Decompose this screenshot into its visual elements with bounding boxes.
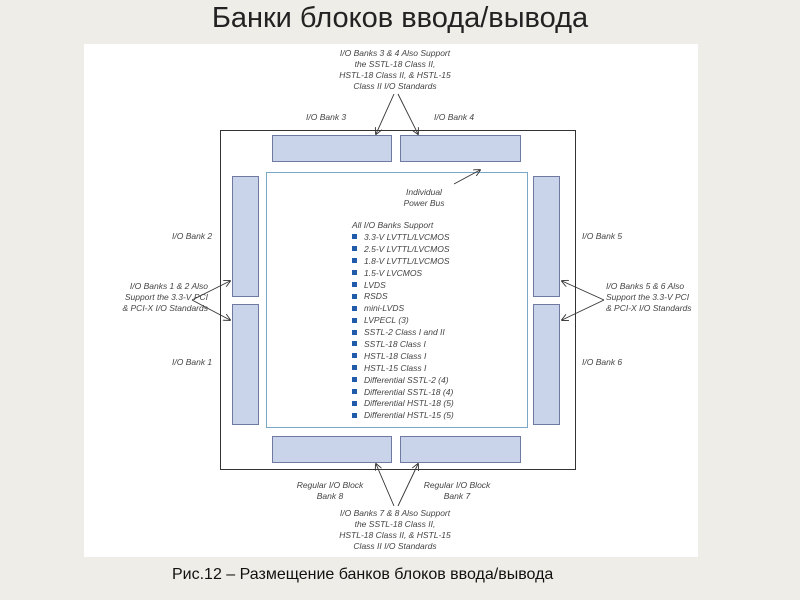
arrow-left-bank1 xyxy=(191,299,230,320)
bullet-square-icon xyxy=(352,282,357,287)
standard-label: SSTL-18 Class I xyxy=(364,338,426,349)
standard-item: Differential HSTL-18 (5) xyxy=(352,397,454,409)
arrow-right-bank6 xyxy=(562,299,605,320)
supported-standards: All I/O Banks Support 3.3-V LVTTL/LVCMOS… xyxy=(352,220,454,421)
standard-label: Differential HSTL-18 (5) xyxy=(364,398,454,409)
bullet-square-icon xyxy=(352,234,357,240)
standard-label: HSTL-15 Class I xyxy=(364,362,427,373)
io-bank-3 xyxy=(272,135,392,162)
left-note: I/O Banks 1 & 2 Also Support the 3.3-V P… xyxy=(122,281,208,313)
bullet-square-icon xyxy=(352,293,357,299)
bullet-square-icon xyxy=(352,258,357,264)
io-bank-4 xyxy=(400,135,521,162)
standard-item: SSTL-18 Class I xyxy=(352,338,454,350)
standard-label: LVPECL (3) xyxy=(364,315,409,326)
standard-item: Differential HSTL-15 (5) xyxy=(352,409,454,421)
bank8-label: Regular I/O Block Bank 8 xyxy=(296,480,364,501)
callout-arrows xyxy=(191,93,605,507)
bank2-label: I/O Bank 2 xyxy=(172,231,213,241)
standard-item: mini-LVDS xyxy=(352,302,454,314)
standard-item: 1.5-V LVCMOS xyxy=(352,267,454,279)
standard-label: Differential SSTL-2 (4) xyxy=(364,374,449,385)
bullet-square-icon xyxy=(352,400,357,406)
standard-item: SSTL-2 Class I and II xyxy=(352,326,454,338)
standard-label: 1.8-V LVTTL/LVCMOS xyxy=(364,255,450,266)
standard-item: RSDS xyxy=(352,290,454,302)
bank5-label: I/O Bank 5 xyxy=(582,231,623,241)
standard-item: LVDS xyxy=(352,279,454,291)
io-bank-8 xyxy=(272,436,392,463)
bullet-square-icon xyxy=(352,377,357,383)
bank4-label: I/O Bank 4 xyxy=(434,112,475,122)
bullet-square-icon xyxy=(352,317,357,323)
standard-item: 3.3-V LVTTL/LVCMOS xyxy=(352,231,454,243)
figure-caption: Рис.12 – Размещение банков блоков ввода/… xyxy=(172,566,554,583)
standard-label: mini-LVDS xyxy=(364,303,405,314)
support-heading: All I/O Banks Support xyxy=(352,220,434,230)
right-note: I/O Banks 5 & 6 Also Support the 3.3-V P… xyxy=(606,281,692,313)
chip-outline xyxy=(220,130,576,470)
io-bank-7 xyxy=(400,436,521,463)
bank1-label: I/O Bank 1 xyxy=(172,357,213,367)
standard-item: HSTL-15 Class I xyxy=(352,362,454,374)
bullet-square-icon xyxy=(352,329,357,335)
bullet-square-icon xyxy=(352,389,357,395)
io-bank-diagram: I/O Banks 3 & 4 Also Support the SSTL-18… xyxy=(84,44,698,557)
standard-label: LVDS xyxy=(364,279,386,290)
arrow-top-bank4 xyxy=(397,93,418,134)
arrow-top-bank3 xyxy=(376,93,395,134)
io-bank-1 xyxy=(232,304,259,425)
standard-label: HSTL-18 Class I xyxy=(364,350,427,361)
arrow-bottom-bank7 xyxy=(397,464,418,507)
slide-title: Банки блоков ввода/вывода xyxy=(211,2,589,34)
standard-label: 3.3-V LVTTL/LVCMOS xyxy=(364,231,450,242)
bullet-square-icon xyxy=(352,246,357,252)
bullet-square-icon xyxy=(352,365,357,371)
bank6-label: I/O Bank 6 xyxy=(582,357,623,367)
standard-item: Differential SSTL-2 (4) xyxy=(352,374,454,386)
standard-item: LVPECL (3) xyxy=(352,314,454,326)
standard-label: SSTL-2 Class I and II xyxy=(364,327,445,338)
standard-label: Differential SSTL-18 (4) xyxy=(364,386,454,397)
bank7-label: Regular I/O Block Bank 7 xyxy=(423,480,491,501)
bullet-square-icon xyxy=(352,353,357,359)
io-bank-5 xyxy=(533,176,560,297)
standard-label: 2.5-V LVTTL/LVCMOS xyxy=(364,243,450,254)
arrow-power-bus xyxy=(453,170,480,185)
bullet-square-icon xyxy=(352,341,357,347)
bullet-square-icon xyxy=(352,270,357,276)
standard-label: 1.5-V LVCMOS xyxy=(364,267,423,278)
bottom-note: I/O Banks 7 & 8 Also Support the SSTL-18… xyxy=(339,508,451,551)
io-bank-6 xyxy=(533,304,560,425)
standard-item: 1.8-V LVTTL/LVCMOS xyxy=(352,255,454,267)
power-bus-label: Individual Power Bus xyxy=(403,187,445,208)
power-bus-ring xyxy=(266,172,528,428)
arrow-left-bank2 xyxy=(191,281,230,301)
top-note: I/O Banks 3 & 4 Also Support the SSTL-18… xyxy=(339,48,451,91)
bullet-square-icon xyxy=(352,412,357,418)
standard-item: Differential SSTL-18 (4) xyxy=(352,386,454,398)
standard-item: HSTL-18 Class I xyxy=(352,350,454,362)
arrow-bottom-bank8 xyxy=(376,464,395,507)
standard-label: Differential HSTL-15 (5) xyxy=(364,410,454,421)
bullet-square-icon xyxy=(352,305,357,311)
arrow-right-bank5 xyxy=(562,281,605,301)
bank3-label: I/O Bank 3 xyxy=(306,112,347,122)
standard-label: RSDS xyxy=(364,291,388,302)
io-bank-2 xyxy=(232,176,259,297)
standard-item: 2.5-V LVTTL/LVCMOS xyxy=(352,243,454,255)
